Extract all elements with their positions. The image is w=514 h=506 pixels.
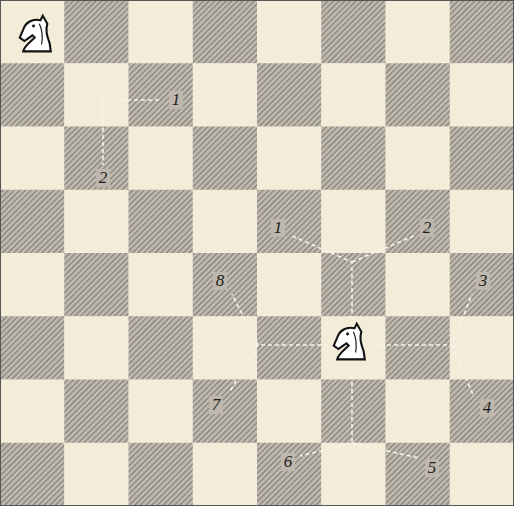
move-line bbox=[229, 345, 258, 393]
board-square bbox=[257, 0, 322, 64]
board-square bbox=[193, 443, 258, 506]
callout-number: 3 bbox=[476, 272, 491, 290]
callout-number: 4 bbox=[480, 399, 495, 417]
board-square bbox=[450, 253, 514, 317]
board-square bbox=[193, 0, 258, 64]
board-square bbox=[450, 443, 514, 506]
board-square bbox=[321, 127, 386, 191]
board-square bbox=[0, 0, 65, 64]
board-square bbox=[129, 190, 194, 254]
move-line bbox=[300, 368, 352, 456]
board-square bbox=[257, 63, 322, 127]
board-square bbox=[386, 253, 451, 317]
board-square bbox=[321, 0, 386, 64]
board-square bbox=[450, 190, 514, 254]
board-square bbox=[321, 316, 386, 380]
move-line bbox=[232, 294, 328, 345]
board-square bbox=[193, 380, 258, 444]
board-square bbox=[386, 0, 451, 64]
board-square bbox=[450, 63, 514, 127]
board-square bbox=[0, 443, 65, 506]
move-line bbox=[102, 100, 104, 165]
board-square bbox=[193, 63, 258, 127]
callout-number: 1 bbox=[271, 219, 286, 237]
board-square bbox=[0, 316, 65, 380]
board-square bbox=[64, 316, 129, 380]
board-square bbox=[193, 253, 258, 317]
board-square bbox=[129, 316, 194, 380]
callout-number: 5 bbox=[425, 459, 440, 477]
callout-number: 7 bbox=[209, 396, 224, 414]
board-square bbox=[64, 443, 129, 506]
board-square bbox=[64, 63, 129, 127]
board-square bbox=[0, 380, 65, 444]
board-square bbox=[321, 380, 386, 444]
callout-number: 6 bbox=[281, 453, 296, 471]
move-line bbox=[452, 345, 474, 397]
board-square bbox=[129, 253, 194, 317]
board-square bbox=[321, 63, 386, 127]
board-square bbox=[129, 443, 194, 506]
board-square bbox=[64, 253, 129, 317]
board-square bbox=[0, 127, 65, 191]
move-line bbox=[352, 236, 414, 262]
board-square bbox=[257, 316, 322, 380]
callout-number: 1 bbox=[169, 91, 184, 109]
board-square bbox=[450, 0, 514, 64]
knight-piece bbox=[20, 16, 51, 52]
board-square bbox=[64, 127, 129, 191]
board-square bbox=[129, 127, 194, 191]
board-square bbox=[386, 127, 451, 191]
board-square bbox=[386, 316, 451, 380]
board-square bbox=[257, 443, 322, 506]
callout-number: 8 bbox=[213, 272, 228, 290]
board-square bbox=[450, 127, 514, 191]
board-square bbox=[193, 190, 258, 254]
board-square bbox=[0, 63, 65, 127]
board-square bbox=[321, 253, 386, 317]
board-square bbox=[64, 0, 129, 64]
board-square bbox=[257, 253, 322, 317]
board-square bbox=[257, 127, 322, 191]
move-lines bbox=[82, 76, 474, 458]
move-line bbox=[292, 236, 352, 320]
board-square bbox=[386, 190, 451, 254]
board-square bbox=[386, 63, 451, 127]
board-square bbox=[64, 190, 129, 254]
board-square bbox=[321, 443, 386, 506]
board-square bbox=[129, 0, 194, 64]
callout-number: 2 bbox=[420, 219, 435, 237]
board-square bbox=[193, 127, 258, 191]
board-square bbox=[0, 190, 65, 254]
move-line bbox=[352, 443, 419, 458]
knight-piece bbox=[334, 324, 365, 360]
move-line bbox=[380, 294, 472, 345]
move-line bbox=[82, 76, 160, 100]
board-square bbox=[257, 190, 322, 254]
board-square bbox=[321, 190, 386, 254]
board-square bbox=[64, 380, 129, 444]
callout-number: 2 bbox=[96, 169, 111, 187]
board-square bbox=[129, 63, 194, 127]
board-square bbox=[450, 380, 514, 444]
board-square bbox=[386, 380, 451, 444]
board-square bbox=[257, 380, 322, 444]
board-square bbox=[0, 253, 65, 317]
board-square bbox=[129, 380, 194, 444]
